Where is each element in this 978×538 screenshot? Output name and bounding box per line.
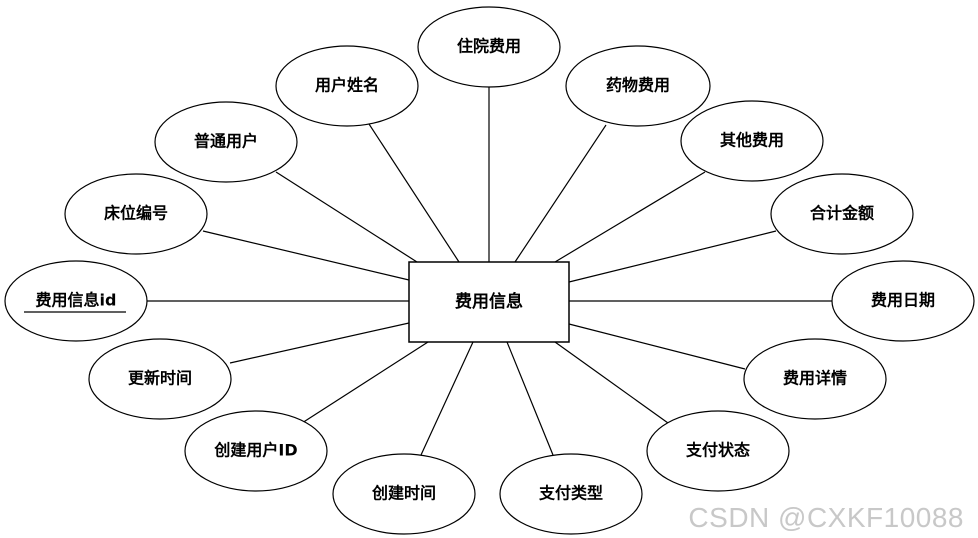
attribute-feiyongid: 费用信息id — [4, 260, 148, 342]
attribute-label: 合计金额 — [810, 204, 874, 223]
attribute-label: 更新时间 — [128, 369, 192, 388]
connector-xingming — [368, 123, 460, 263]
connector-zhifuleixing — [506, 341, 554, 456]
connector-putong — [275, 171, 418, 263]
attribute-label: 费用详情 — [783, 369, 847, 388]
attribute-ellipse — [184, 410, 328, 492]
connector-chuangjianyonghu — [301, 341, 429, 424]
attribute-ellipse — [743, 338, 887, 420]
attribute-ellipse — [680, 100, 824, 182]
connector-gengxin — [229, 322, 410, 364]
attribute-label: 普通用户 — [194, 132, 258, 151]
attribute-xingming: 用户姓名 — [275, 45, 419, 127]
attribute-label: 住院费用 — [457, 37, 521, 56]
connector-qita — [554, 171, 706, 263]
attribute-ellipse — [154, 101, 298, 183]
attribute-ellipse — [275, 45, 419, 127]
connector-chuangjianshijian — [420, 341, 474, 456]
attribute-putong: 普通用户 — [154, 101, 298, 183]
attribute-ellipse — [332, 453, 476, 535]
entity-label: 费用信息 — [455, 291, 523, 312]
attribute-riqi: 费用日期 — [831, 260, 975, 342]
connector-lines — [147, 87, 832, 456]
attribute-ellipse — [831, 260, 975, 342]
attribute-label: 费用日期 — [871, 291, 935, 310]
watermark: CSDN @CXKF10088 — [688, 502, 964, 533]
attribute-label: 其他费用 — [720, 131, 784, 150]
attribute-ellipse — [646, 410, 790, 492]
attribute-ellipse — [4, 260, 148, 342]
attribute-xiangqing: 费用详情 — [743, 338, 887, 420]
attribute-ellipse — [499, 453, 643, 535]
attribute-qita: 其他费用 — [680, 100, 824, 182]
attribute-chuangjianshijian: 创建时间 — [332, 453, 476, 535]
connector-xiangqing — [568, 323, 746, 370]
attribute-gengxin: 更新时间 — [88, 338, 232, 420]
attribute-yaowu: 药物费用 — [565, 45, 711, 127]
attribute-zhifuzhuangtai: 支付状态 — [646, 410, 790, 492]
attribute-label: 支付类型 — [538, 484, 603, 503]
attribute-ellipse — [64, 173, 208, 255]
entity-box: 费用信息 — [408, 261, 570, 343]
attribute-ellipse — [417, 6, 561, 88]
attribute-zhuyuan: 住院费用 — [417, 6, 561, 88]
attribute-ellipse — [88, 338, 232, 420]
attribute-label: 创建时间 — [371, 484, 436, 503]
attribute-label: 药物费用 — [606, 76, 670, 95]
connector-chuangwei — [202, 230, 410, 281]
attribute-chuangjianyonghu: 创建用户ID — [184, 410, 328, 492]
attribute-label: 用户姓名 — [315, 76, 379, 95]
attribute-label: 床位编号 — [104, 204, 168, 223]
attribute-chuangwei: 床位编号 — [64, 173, 208, 255]
attribute-ellipse — [770, 173, 914, 255]
attribute-ellipse — [565, 45, 711, 127]
attribute-zhifuleixing: 支付类型 — [499, 453, 643, 535]
connector-yaowu — [514, 124, 607, 263]
attribute-label: 费用信息id — [36, 291, 117, 310]
connector-heji — [568, 230, 777, 283]
attribute-label: 支付状态 — [685, 441, 750, 460]
connector-zhifuzhuangtai — [554, 341, 669, 424]
attribute-label: 创建用户ID — [213, 441, 297, 460]
attribute-heji: 合计金额 — [770, 173, 914, 255]
